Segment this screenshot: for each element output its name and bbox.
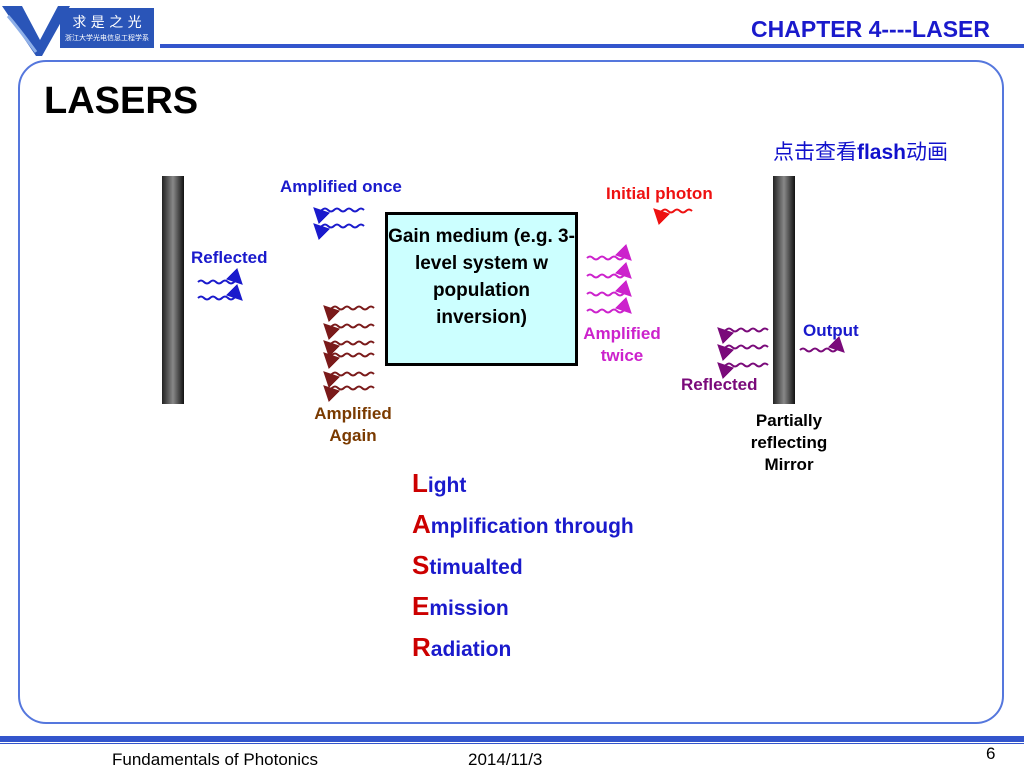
acronym-letter: R xyxy=(412,632,431,662)
svg-text:浙江大学光电信息工程学系: 浙江大学光电信息工程学系 xyxy=(65,33,149,42)
acronym-letter: E xyxy=(412,591,430,621)
photon-arrow xyxy=(717,362,769,380)
flash-link-bold: flash xyxy=(856,141,906,164)
acronym-line-radiation: Radiation xyxy=(412,632,634,673)
content-frame xyxy=(18,60,1004,724)
photon-arrow xyxy=(586,261,632,279)
photon-arrow xyxy=(323,371,375,389)
acronym-line-amplification: Amplification through xyxy=(412,509,634,550)
photon-arrow xyxy=(323,305,375,323)
right-partial-mirror xyxy=(773,176,795,404)
acronym-letter: S xyxy=(412,550,430,580)
acronym-rest: timualted xyxy=(429,556,523,579)
photon-arrow xyxy=(717,327,769,345)
acronym-letter: L xyxy=(412,468,428,498)
photon-arrow xyxy=(313,207,365,225)
flash-link-prefix: 点击查看 xyxy=(772,141,857,164)
acronym-rest: adiation xyxy=(430,638,512,661)
acronym-rest: ight xyxy=(427,474,467,497)
acronym-line-emission: Emission xyxy=(412,591,634,632)
acronym-line-stimulated: Stimualted xyxy=(412,550,634,591)
left-mirror xyxy=(162,176,184,404)
slide-title: LASERS xyxy=(44,80,199,122)
acronym-list: Light Amplification through Stimualted E… xyxy=(412,468,634,673)
photon-arrow xyxy=(586,296,632,314)
svg-text:求 是 之 光: 求 是 之 光 xyxy=(72,15,141,31)
photon-arrow xyxy=(197,283,243,301)
photon-arrow xyxy=(717,344,769,362)
gain-medium-box: Gain medium (e.g. 3-level system w popul… xyxy=(385,212,578,366)
label-amplified-twice: Amplified twice xyxy=(583,324,661,366)
header-divider xyxy=(160,44,1024,48)
acronym-rest: mission xyxy=(429,597,509,620)
photon-arrow xyxy=(799,335,845,353)
photon-arrow xyxy=(323,340,375,358)
photon-arrow xyxy=(586,243,632,261)
photon-arrow xyxy=(197,267,243,285)
acronym-rest: mplification through xyxy=(430,515,634,538)
photon-arrow xyxy=(586,279,632,297)
label-amplified-again: Amplified Again xyxy=(314,404,392,446)
footer-page-number: 6 xyxy=(986,744,996,763)
acronym-letter: A xyxy=(412,509,431,539)
photon-arrow xyxy=(653,208,693,226)
acronym-line-light: Light xyxy=(412,468,634,509)
photon-arrow xyxy=(323,385,375,403)
chapter-title: CHAPTER 4----LASER xyxy=(751,16,990,42)
university-logo: 求 是 之 光 浙江大学光电信息工程学系 xyxy=(0,0,158,60)
footer-divider xyxy=(0,736,1024,742)
label-reflected-right: Reflected xyxy=(681,375,758,394)
photon-arrow xyxy=(313,223,365,241)
flash-link-suffix: 动画 xyxy=(906,141,948,164)
footer-date: 2014/11/3 xyxy=(468,750,543,769)
footer-divider-thin xyxy=(0,743,1024,744)
label-output: Output xyxy=(803,321,859,340)
flash-animation-link[interactable]: 点击查看flash动画 xyxy=(773,136,948,166)
label-initial-photon: Initial photon xyxy=(606,184,713,203)
footer-course: Fundamentals of Photonics xyxy=(112,750,319,769)
label-partial-mirror: Partially reflecting Mirror xyxy=(750,411,828,475)
label-amplified-once: Amplified once xyxy=(280,177,402,196)
photon-waves xyxy=(197,207,845,403)
photon-arrow xyxy=(323,352,375,370)
photon-arrow xyxy=(323,323,375,341)
label-reflected-left: Reflected xyxy=(191,248,268,267)
